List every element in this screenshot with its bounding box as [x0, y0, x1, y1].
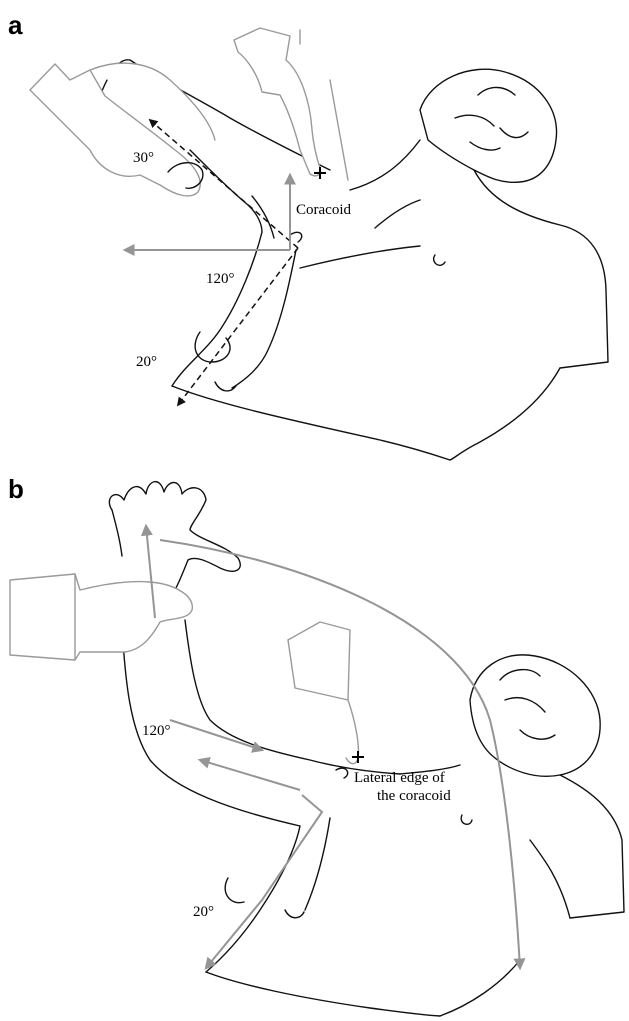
panel-a-examiner-hands	[30, 28, 348, 196]
panel-a-letter: a	[8, 10, 23, 40]
panel-b-rotation-20-icon	[225, 878, 244, 903]
panel-b: b	[8, 474, 624, 1016]
panel-a-angle-120-label: 120°	[206, 271, 235, 287]
panel-a-dashed-arrow-down	[178, 248, 298, 405]
panel-b-angle-120-label: 120°	[142, 723, 171, 739]
panel-a: a	[8, 10, 608, 460]
panel-b-lateral-edge-label-line2: the coracoid	[377, 788, 451, 804]
panel-b-grey-arc-arrow	[160, 540, 520, 968]
panel-b-lateral-edge-label-line1: Lateral edge of	[354, 770, 445, 786]
panel-b-letter: b	[8, 474, 24, 504]
panel-b-patient-figure	[109, 482, 624, 1016]
panel-a-rotation-20-icon	[195, 332, 230, 362]
panel-a-patient-figure	[100, 60, 608, 460]
panel-b-grey-arrow-left	[200, 760, 300, 790]
panel-b-grey-arrow-down	[206, 795, 322, 968]
panel-a-coracoid-label: Coracoid	[296, 202, 351, 218]
panel-b-examiner-hands	[10, 574, 358, 764]
panel-a-angle-30-label: 30°	[133, 150, 154, 166]
panel-a-angle-20-label: 20°	[136, 354, 157, 370]
panel-b-angle-20-label: 20°	[193, 904, 214, 920]
